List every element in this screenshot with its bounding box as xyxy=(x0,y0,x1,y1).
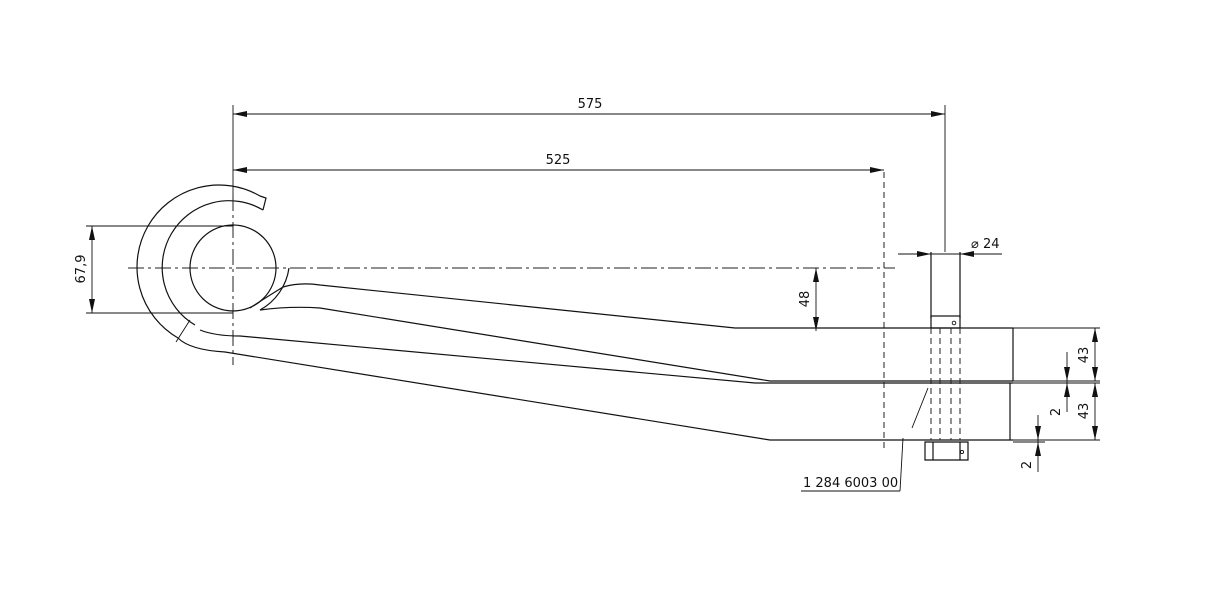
dim-48-label: 48 xyxy=(798,291,813,308)
part-leader-line xyxy=(899,437,904,492)
dim-525-arrow-right xyxy=(870,167,884,173)
dim-eye-arrow-bottom xyxy=(89,299,95,313)
lower-leaf-bottom xyxy=(177,337,1013,441)
dim-bolt-label: ⌀ 24 xyxy=(971,237,1000,252)
dim-575-arrow-right xyxy=(931,111,945,117)
leaf-section-line xyxy=(911,387,929,429)
eye-wrap-end xyxy=(259,195,267,211)
dim-43-top-arrow-b xyxy=(1092,367,1098,381)
dim-48-arrow-bottom xyxy=(813,317,819,331)
dim-gap-lower-arrow-a xyxy=(1035,426,1041,440)
dim-43-bottom-label: 43 xyxy=(1077,403,1092,420)
part-number-label: 1 284 6003 00 xyxy=(803,476,898,491)
dim-43-top-label: 43 xyxy=(1077,347,1092,364)
eye-inner-circle xyxy=(189,224,277,312)
dim-eye-arrow-top xyxy=(89,226,95,240)
dim-gap-upper-label: 2 xyxy=(1049,408,1064,416)
dim-gap-lower-arrow-b xyxy=(1035,442,1041,456)
eye-mid-wrap xyxy=(259,267,290,311)
dim-43-bottom-arrow-b xyxy=(1092,426,1098,440)
bolt-nut xyxy=(924,441,969,461)
eye-inner-wrap xyxy=(161,200,264,326)
dim-525-label: 525 xyxy=(546,153,571,168)
dim-bolt-arrow-left xyxy=(917,251,931,257)
bolt-head-dot xyxy=(951,320,957,326)
bolt-head xyxy=(930,315,961,329)
upper-leaf-bottom xyxy=(259,306,1013,382)
dim-48-arrow-top xyxy=(813,268,819,282)
bolt-nut-dot xyxy=(959,449,965,455)
dim-525-arrow-left xyxy=(233,167,247,173)
dim-bolt-arrow-right xyxy=(960,251,974,257)
dim-gap-upper-arrow-b xyxy=(1064,383,1070,397)
dim-gap-lower-label: 2 xyxy=(1020,461,1035,469)
dim-eye-label: 67,9 xyxy=(74,255,89,284)
dim-575-label: 575 xyxy=(578,97,603,112)
dim-43-bottom-arrow-a xyxy=(1092,383,1098,397)
dim-gap-upper-arrow-a xyxy=(1064,367,1070,381)
dim-575-arrow-left xyxy=(233,111,247,117)
upper-leaf-top xyxy=(282,283,1013,329)
upper-leaf-eye-link xyxy=(249,286,284,309)
lower-leaf-top xyxy=(199,329,1013,384)
dim-43-top-arrow-a xyxy=(1092,328,1098,342)
